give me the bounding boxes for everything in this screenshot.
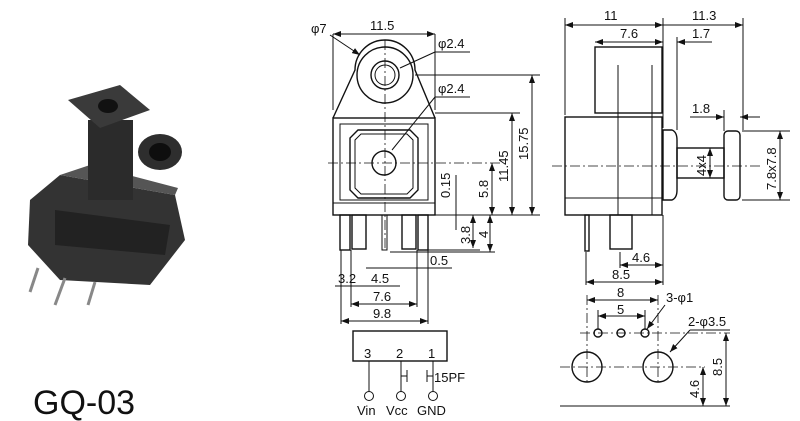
dim-label: 11.5 <box>370 18 394 33</box>
dim-label: 11 <box>604 8 618 23</box>
pin-number: 1 <box>428 346 435 361</box>
dim-label: 4.6 <box>632 250 650 265</box>
dim-label: φ2.4 <box>438 81 465 96</box>
dim-label: 8.5 <box>612 267 630 282</box>
pinout-diagram <box>352 330 448 401</box>
dim-label: 3.8 <box>458 226 473 244</box>
dim-label: 11.3 <box>692 8 716 23</box>
dim-label: 8.5 <box>710 358 725 376</box>
model-title: GQ-03 <box>33 384 135 421</box>
dim-label: 5 <box>617 302 624 317</box>
dim-label: φ2.4 <box>438 36 465 51</box>
dim-label: 2-φ3.5 <box>688 314 726 329</box>
side-view <box>552 18 790 285</box>
dim-label: 4x4 <box>694 155 709 176</box>
dim-label: 4.6 <box>687 380 702 398</box>
dim-label: 3-φ1 <box>666 290 693 305</box>
dim-label: 0.15 <box>438 173 453 198</box>
dim-label: 8 <box>617 285 624 300</box>
dim-label: 4 <box>476 231 491 238</box>
pcb-layout <box>560 295 730 407</box>
capacitor-label: 15PF <box>434 370 465 385</box>
dim-label: 7.8x7.8 <box>764 147 779 190</box>
front-view <box>328 31 540 324</box>
dim-label: 7.6 <box>373 289 391 304</box>
dim-label: φ7 <box>311 21 327 36</box>
dim-label: 1.7 <box>692 26 710 41</box>
dim-label: 5.8 <box>476 180 491 198</box>
dim-label: 0.5 <box>430 253 448 268</box>
pin-number: 3 <box>364 346 371 361</box>
dim-label: 7.6 <box>620 26 638 41</box>
dim-label: 3.2 <box>338 271 356 286</box>
product-photo <box>28 85 185 306</box>
signal-label: GND <box>417 403 446 418</box>
dim-label: 15.75 <box>516 127 531 160</box>
signal-label: Vcc <box>386 403 408 418</box>
dim-label: 9.8 <box>373 306 391 321</box>
dim-label: 1.8 <box>692 101 710 116</box>
pin-number: 2 <box>396 346 403 361</box>
signal-label: Vin <box>357 403 376 418</box>
dim-label: 4.5 <box>371 271 389 286</box>
dim-label: 11.45 <box>496 150 511 182</box>
